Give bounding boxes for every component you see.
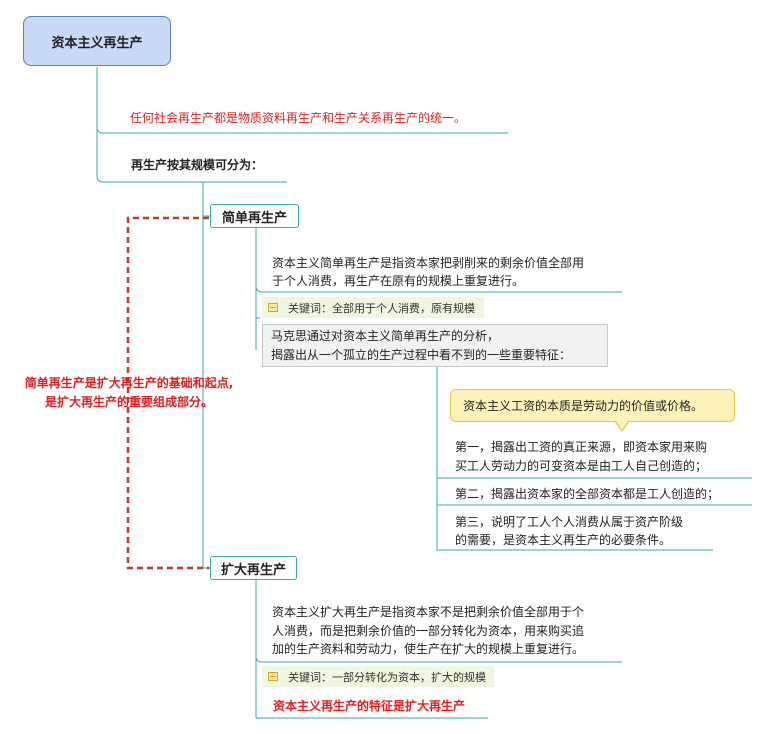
- simple-keywords-text: 关键词：全部用于个人消费，原有规模: [288, 301, 475, 315]
- feature-3-line1: 第三，说明了工人个人消费从属于资产阶级: [455, 515, 684, 529]
- simple-definition-line2: 于个人消费，再生产在原有的规模上重复进行。: [272, 274, 525, 288]
- callout-pointer-fill: [616, 421, 628, 430]
- relation-dashed-link: [126, 216, 209, 570]
- wage-note-callout[interactable]: 资本主义工资的本质是劳动力的价值或价格。: [450, 389, 735, 422]
- wage-note-text: 资本主义工资的本质是劳动力的价值或价格。: [463, 399, 704, 413]
- relation-note-line1: 简单再生产是扩大再生产的基础和起点,: [24, 376, 234, 390]
- simple-reproduction-node[interactable]: 简单再生产: [210, 204, 299, 228]
- marx-analysis-line2: 揭露出从一个孤立的生产过程中看不到的一些重要特征：: [271, 348, 572, 362]
- feature-3-line2: 的需要，是资本主义再生产的必要条件。: [455, 533, 672, 547]
- root-trunk-line: [96, 67, 287, 183]
- expanded-keywords-text: 关键词：一部分转化为资本，扩大的规模: [288, 670, 486, 684]
- features-trunk-line: [436, 367, 713, 551]
- feature-2-line1: 第二，揭露出资本家的全部资本都是工人创造的；: [455, 487, 720, 501]
- expanded-feature-text: 资本主义再生产的特征是扩大再生产: [273, 699, 466, 713]
- expanded-definition-line1: 资本主义扩大再生产是指资本家不是把剩余价值全部用于个: [272, 605, 585, 619]
- marx-analysis-line1: 马克思通过对资本主义简单再生产的分析，: [271, 329, 500, 343]
- expanded-definition-line3: 加的生产资料和劳动力，使生产在扩大的规模上重复进行。: [272, 642, 585, 656]
- root-topic[interactable]: 资本主义再生产: [23, 16, 171, 66]
- marx-analysis-box[interactable]: 马克思通过对资本主义简单再生产的分析， 揭露出从一个孤立的生产过程中看不到的一些…: [262, 324, 608, 367]
- expanded-definition-underline: [255, 655, 622, 663]
- statement-underline: [96, 126, 508, 134]
- note-icon: [268, 672, 278, 681]
- simple-keywords: 关键词：全部用于个人消费，原有规模: [262, 297, 484, 318]
- feature-1-line1: 第一，揭露出工资的真正来源，即资本家用来购: [455, 440, 708, 454]
- expanded-definition-line2: 人消费，而是把剩余价值的一部分转化为资本，用来购买追: [272, 624, 585, 638]
- relation-note-line2: 是扩大再生产的重要组成部分。: [44, 395, 213, 409]
- expanded-keywords: 关键词：一部分转化为资本，扩大的规模: [262, 666, 494, 687]
- feature-1-line2: 买工人劳动力的可变资本是由工人自己创造的；: [455, 459, 708, 473]
- expanded-reproduction-node[interactable]: 扩大再生产: [210, 556, 297, 580]
- simple-definition-underline: [255, 285, 622, 293]
- note-icon: [268, 303, 278, 312]
- scale-intro-text: 再生产按其规模可分为：: [131, 158, 264, 172]
- simple-definition-line1: 资本主义简单再生产是指资本家把剥削来的剩余价值全部用: [272, 256, 585, 270]
- statement-text: 任何社会再生产都是物质资料再生产和生产关系再生产的统一。: [130, 111, 467, 125]
